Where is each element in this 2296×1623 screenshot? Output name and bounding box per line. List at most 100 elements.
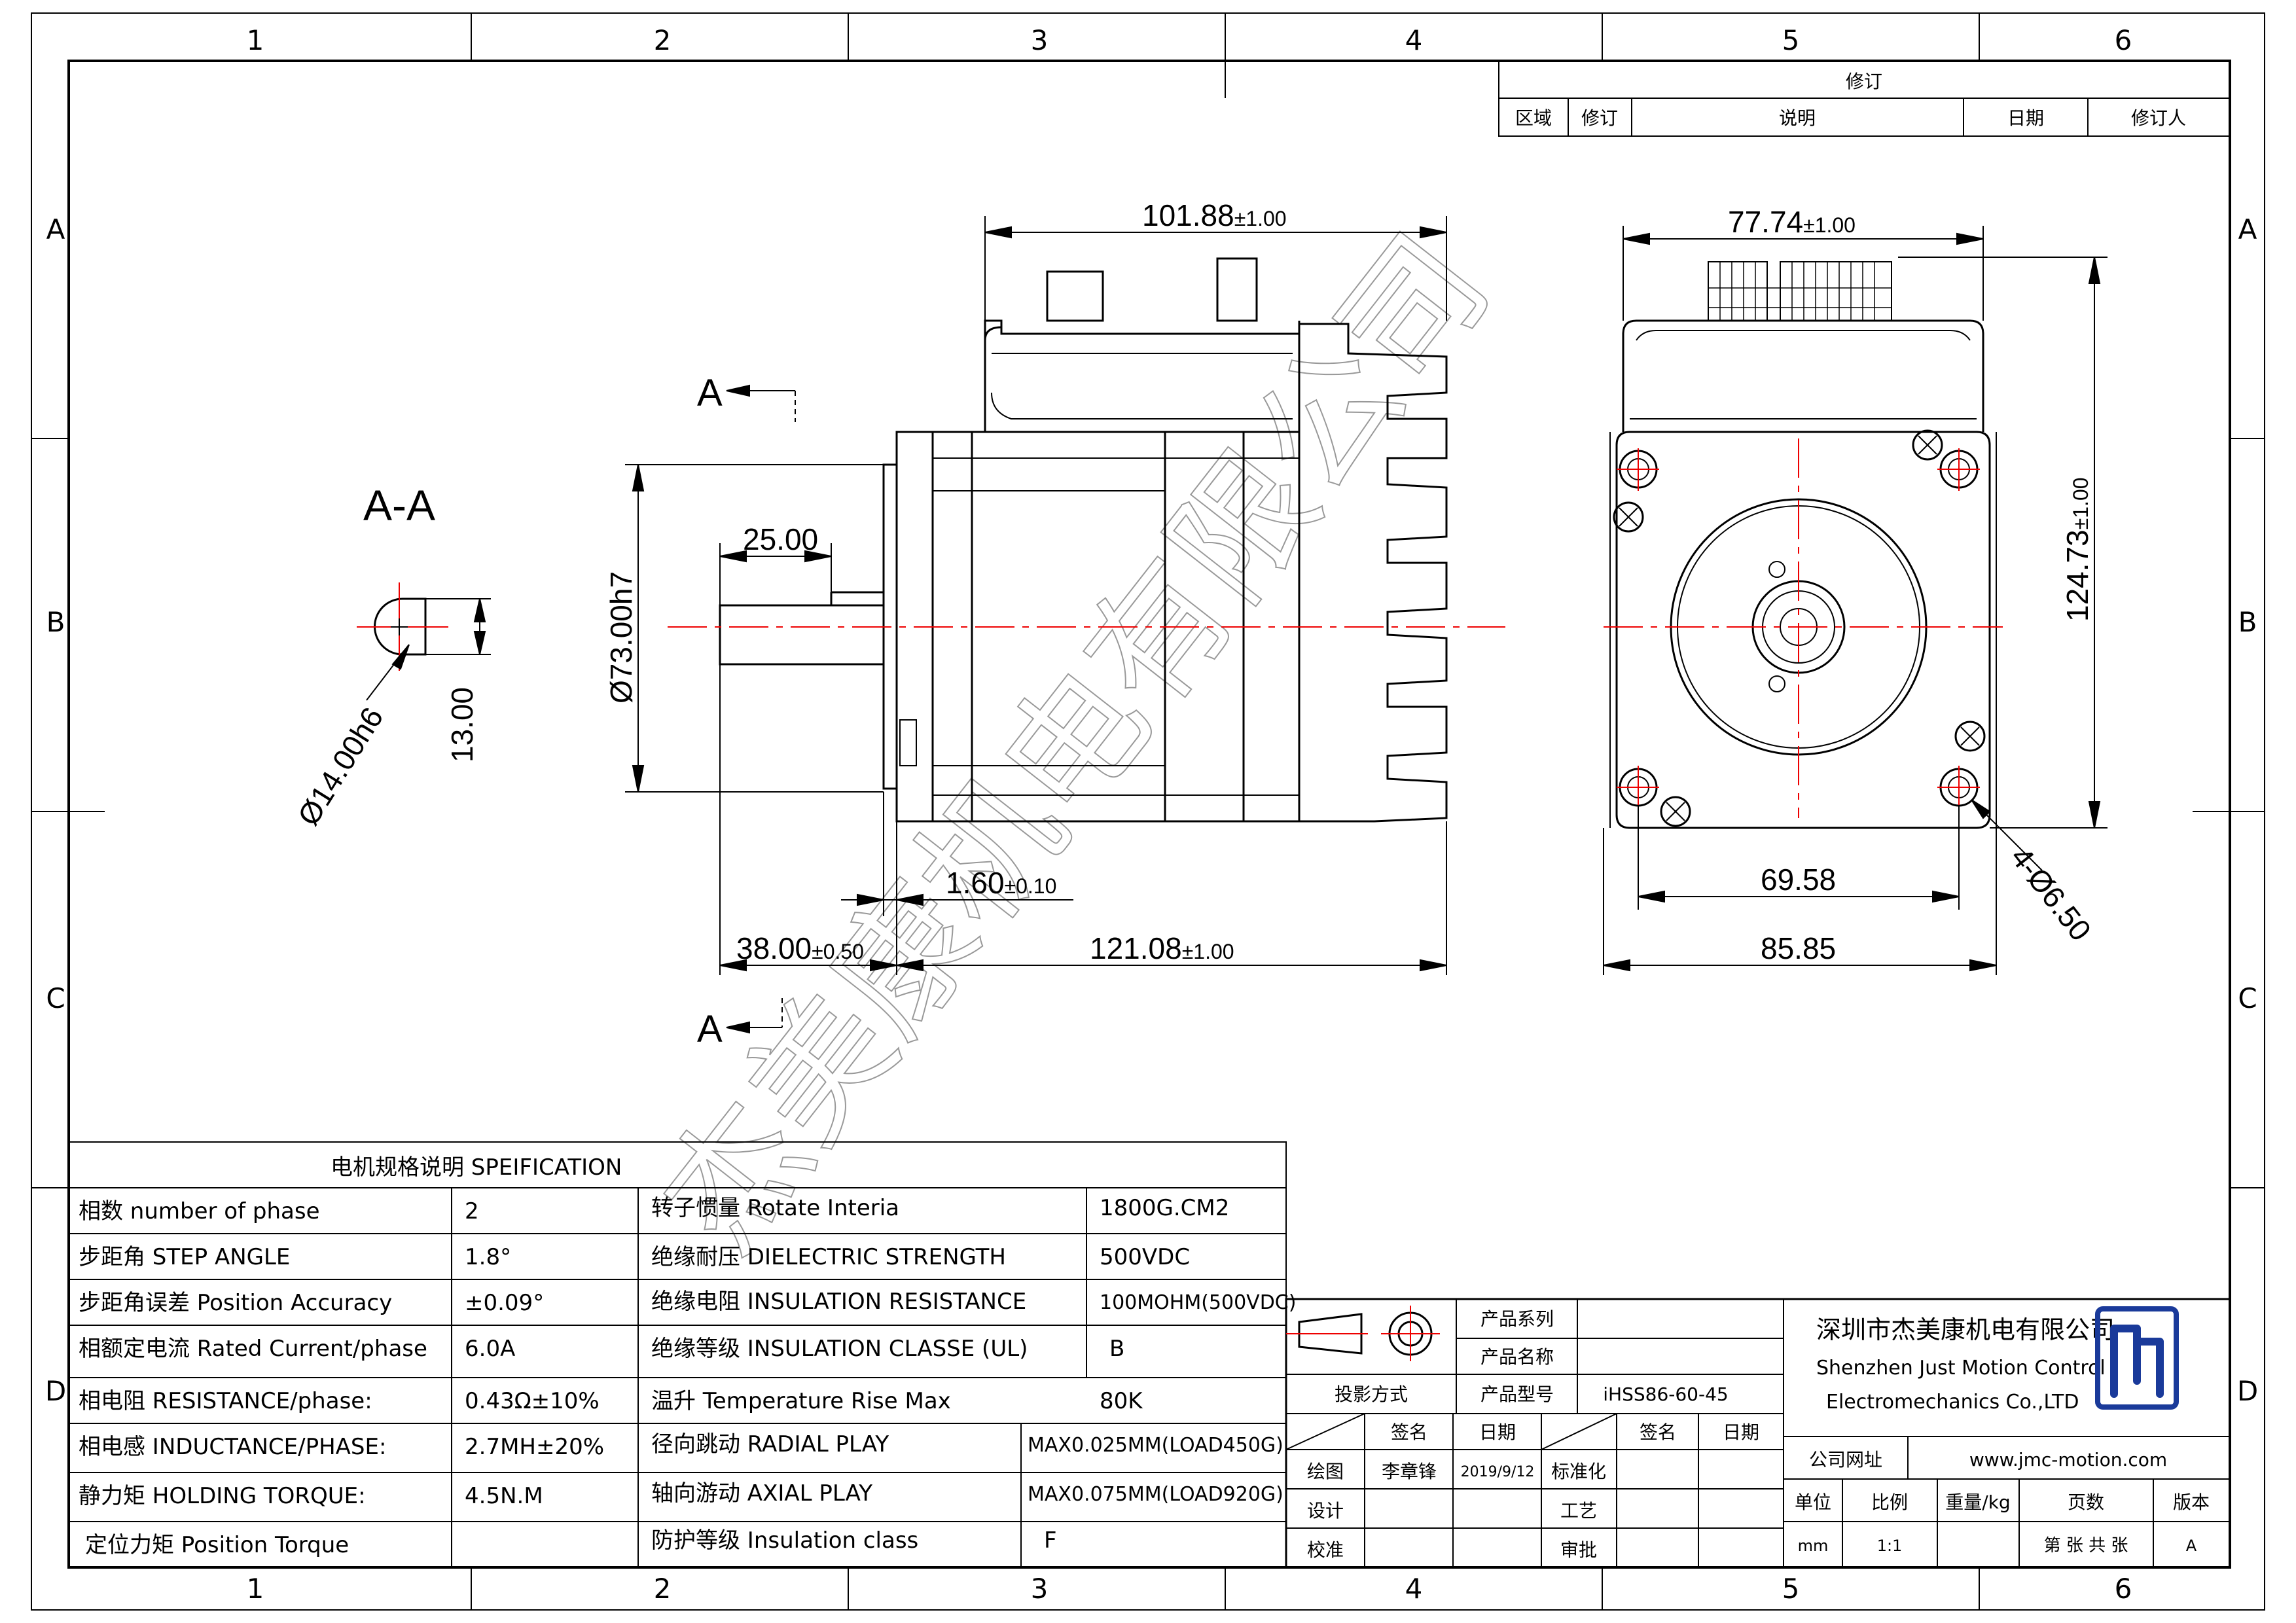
revision-col-reviser: 修订人: [2131, 107, 2186, 129]
tb-check: 校准: [1307, 1539, 1344, 1561]
spec-row-1-rlabel: 转子惯量 Rotate Interia: [651, 1195, 899, 1221]
tb-unit-label: 单位: [1795, 1491, 1831, 1513]
tb-drawn: 绘图: [1307, 1461, 1344, 1482]
zone-right-A: A: [2238, 213, 2257, 245]
dim-top-length-tol: ±1.00: [1234, 207, 1287, 230]
dim-hole-spacing: 69.58: [1761, 863, 1836, 897]
svg-text:77.74±1.00: 77.74±1.00: [1728, 205, 1856, 239]
svg-text:124.73±1.00: 124.73±1.00: [2060, 477, 2094, 622]
revision-col-zone: 区域: [1515, 107, 1552, 129]
dim-shaft-len: 38.00: [736, 931, 812, 965]
spec-table: 电机规格说明 SPEIFICATION 相数 number of phase 2…: [68, 1141, 1296, 1568]
tb-company-en2: Electromechanics Co.,LTD: [1826, 1391, 2079, 1414]
front-dimensions: [625, 216, 1447, 1034]
spec-row-7-value: 4.5N.M: [465, 1483, 543, 1509]
revision-table: 修订 区域 修订 说明 日期 修订人: [1498, 60, 2231, 137]
spec-row-1-label: 相数 number of phase: [79, 1198, 320, 1224]
spec-row-5-label: 相电阻 RESISTANCE/phase:: [79, 1388, 372, 1414]
tb-sign-2: 签名: [1640, 1421, 1676, 1443]
spec-row-3-label: 步距角误差 Position Accuracy: [79, 1290, 392, 1316]
dim-holes: 4-Ø6.50: [2004, 840, 2098, 947]
tb-pages-label: 页数: [2068, 1491, 2104, 1513]
zone-top-4: 4: [1405, 24, 1423, 56]
dim-body-len-tol: ±1.00: [1182, 940, 1234, 963]
zone-top-3: 3: [1031, 24, 1049, 56]
zone-bot-6: 6: [2115, 1573, 2132, 1605]
tb-company-cn: 深圳市杰美康机电有限公司: [1816, 1315, 2115, 1344]
tb-date-2: 日期: [1723, 1421, 1759, 1443]
dim-flange-width: 85.85: [1761, 931, 1836, 965]
spec-row-3-rvalue: 100MOHM(500VDC): [1100, 1291, 1296, 1314]
dim-width-top: 77.74: [1728, 205, 1803, 239]
spec-row-6-label: 相电感 INDUCTANCE/PHASE:: [79, 1434, 386, 1460]
spec-row-4-rlabel: 绝缘等级 INSULATION CLASSE (UL): [651, 1336, 1028, 1362]
watermark: 杰美康机电有限公司: [632, 206, 1520, 1279]
section-marker-top: A: [697, 372, 723, 414]
svg-text:1.60±0.10: 1.60±0.10: [946, 866, 1056, 900]
spec-row-2-value: 1.8°: [465, 1244, 511, 1270]
section-marker-bottom: A: [697, 1008, 723, 1050]
spec-row-6-rlabel: 径向跳动 RADIAL PLAY: [651, 1431, 889, 1457]
tb-version-label: 版本: [2173, 1491, 2210, 1513]
zone-top-6: 6: [2115, 24, 2132, 56]
spec-row-3-rlabel: 绝缘电阻 INSULATION RESISTANCE: [651, 1289, 1026, 1315]
spec-row-8-rlabel: 防护等级 Insulation class: [651, 1527, 918, 1554]
revision-col-date: 日期: [2007, 107, 2044, 129]
spec-row-8-rvalue: F: [1044, 1527, 1057, 1554]
tb-projection: 投影方式: [1335, 1383, 1408, 1405]
revision-col-desc: 说明: [1779, 107, 1816, 129]
dim-flange-thk-tol: ±0.10: [1005, 874, 1057, 898]
tb-website: www.jmc-motion.com: [1969, 1449, 2167, 1471]
tb-unit: mm: [1798, 1537, 1829, 1555]
dim-shaft-flat: 25.00: [743, 522, 818, 556]
tb-scale: 1:1: [1877, 1537, 1903, 1555]
dim-body-len: 121.08: [1090, 931, 1182, 965]
spec-row-8-label: 定位力矩 Position Torque: [85, 1532, 349, 1558]
spec-row-7-label: 静力矩 HOLDING TORQUE:: [79, 1483, 366, 1509]
tb-model-value: iHSS86-60-45: [1603, 1383, 1728, 1405]
zone-right-D: D: [2237, 1375, 2258, 1407]
zone-top-2: 2: [654, 24, 672, 56]
section-title: A-A: [363, 481, 435, 529]
dim-height-tol: ±1.00: [2069, 477, 2092, 529]
zone-right-B: B: [2238, 606, 2257, 638]
spec-row-4-label: 相额定电流 Rated Current/phase: [79, 1336, 427, 1362]
tb-scale-label: 比例: [1871, 1491, 1908, 1513]
zone-top-1: 1: [247, 24, 264, 56]
revision-title: 修订: [1846, 71, 1882, 92]
tb-website-label: 公司网址: [1809, 1449, 1882, 1471]
revision-col-rev: 修订: [1581, 107, 1618, 129]
spec-row-1-value: 2: [465, 1198, 479, 1224]
zone-bot-4: 4: [1405, 1573, 1423, 1605]
svg-text:38.00±0.50: 38.00±0.50: [736, 931, 864, 965]
tb-drawn-by: 李章锋: [1382, 1461, 1437, 1482]
tb-date-1: 日期: [1479, 1421, 1516, 1443]
spec-row-7-rvalue: MAX0.075MM(LOAD920G): [1028, 1483, 1283, 1506]
tb-drawn-date: 2019/9/12: [1461, 1464, 1535, 1480]
tb-pages: 第 张 共 张: [2044, 1536, 2128, 1556]
zone-top-5: 5: [1782, 24, 1800, 56]
spec-row-5-rlabel: 温升 Temperature Rise Max: [651, 1388, 951, 1414]
zone-left-A: A: [46, 213, 65, 245]
spec-row-7-rlabel: 轴向游动 AXIAL PLAY: [651, 1480, 872, 1507]
tb-approve: 审批: [1560, 1539, 1597, 1561]
dim-height: 124.73: [2060, 529, 2094, 622]
spec-title: 电机规格说明 SPEIFICATION: [331, 1154, 622, 1181]
zone-bot-5: 5: [1782, 1573, 1800, 1605]
tb-design: 设计: [1307, 1500, 1344, 1522]
tb-weight-label: 重量/kg: [1945, 1491, 2010, 1513]
company-logo: [2095, 1306, 2179, 1410]
section-shaft-dia: Ø14.00h6: [291, 701, 389, 831]
svg-text:121.08±1.00: 121.08±1.00: [1090, 931, 1234, 965]
spec-row-4-rvalue: B: [1109, 1336, 1124, 1362]
dim-width-top-tol: ±1.00: [1803, 213, 1856, 237]
tb-product-model: 产品型号: [1480, 1383, 1554, 1405]
tb-product-series: 产品系列: [1480, 1308, 1554, 1330]
side-dim-text: 77.74±1.00 124.73±1.00 69.58 85.85 4-Ø6.…: [1728, 205, 2098, 965]
svg-text:101.88±1.00: 101.88±1.00: [1142, 198, 1287, 232]
title-block: 产品系列 产品名称 投影方式 产品型号 iHSS86-60-45 签名 日期 签…: [1285, 1298, 2231, 1569]
zone-bot-2: 2: [654, 1573, 672, 1605]
side-centerlines: [1604, 438, 2003, 818]
spec-row-2-rlabel: 绝缘耐压 DIELECTRIC STRENGTH: [651, 1244, 1006, 1270]
